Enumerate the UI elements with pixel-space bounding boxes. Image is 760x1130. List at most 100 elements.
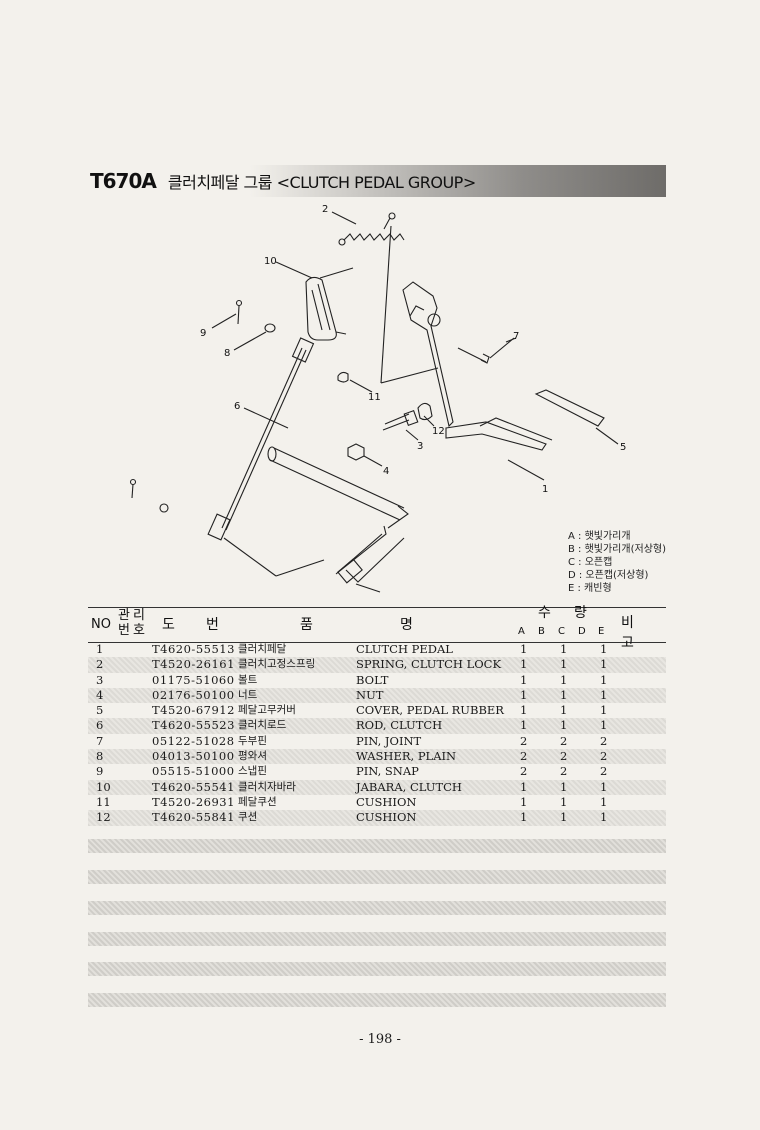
row-no: 9 bbox=[96, 764, 104, 779]
empty-row-band bbox=[88, 932, 666, 946]
row-no: 8 bbox=[96, 749, 104, 764]
row-no: 4 bbox=[96, 687, 104, 702]
qty-c: 1 bbox=[560, 718, 568, 733]
part-number: 01175-51060 bbox=[152, 672, 235, 687]
callout-11: 11 bbox=[368, 392, 381, 403]
qty-e: 1 bbox=[600, 642, 608, 656]
legend-item: A : 햇빛가리개 bbox=[568, 531, 631, 542]
part-number: 05122-51028 bbox=[152, 733, 235, 748]
callout-3: 3 bbox=[417, 441, 423, 452]
qty-e: 1 bbox=[600, 810, 608, 825]
qty-c: 2 bbox=[560, 733, 568, 748]
part-number: T4620-55541 bbox=[152, 779, 235, 794]
header-col-b: B bbox=[538, 626, 545, 637]
qty-c: 2 bbox=[560, 764, 568, 779]
part-name-english: COVER, PEDAL RUBBER bbox=[356, 703, 504, 718]
header-beon: 번 bbox=[206, 617, 219, 633]
qty-a: 1 bbox=[520, 657, 528, 672]
qty-e: 1 bbox=[600, 718, 608, 733]
row-no: 10 bbox=[96, 779, 111, 794]
part-name-korean: 스냅핀 bbox=[238, 765, 267, 778]
callout-7: 7 bbox=[513, 331, 519, 342]
qty-e: 2 bbox=[600, 733, 608, 748]
qty-a: 2 bbox=[520, 764, 528, 779]
part-name-korean: 너트 bbox=[238, 688, 258, 701]
qty-a: 2 bbox=[520, 749, 528, 764]
callout-9: 9 bbox=[200, 328, 206, 339]
part-number: T4620-55513 bbox=[152, 642, 235, 656]
legend-item: E : 캐빈형 bbox=[568, 583, 612, 594]
part-number: T4620-55523 bbox=[152, 718, 235, 733]
part-name-english: JABARA, CLUTCH bbox=[356, 779, 462, 794]
qty-a: 2 bbox=[520, 733, 528, 748]
part-name-english: PIN, JOINT bbox=[356, 733, 422, 748]
page-number: - 198 - bbox=[359, 1032, 401, 1047]
header-su: 수 bbox=[538, 605, 551, 621]
row-no: 5 bbox=[96, 703, 104, 718]
qty-a: 1 bbox=[520, 703, 528, 718]
part-number: 04013-50100 bbox=[152, 749, 235, 764]
part-number: 02176-50100 bbox=[152, 687, 235, 702]
qty-a: 1 bbox=[520, 718, 528, 733]
part-name-korean: 클러치고정스프링 bbox=[238, 658, 316, 671]
qty-a: 1 bbox=[520, 642, 528, 656]
header-myeong: 명 bbox=[400, 617, 413, 633]
callout-8: 8 bbox=[224, 348, 230, 359]
part-name-korean: 페달고무커버 bbox=[238, 704, 296, 717]
qty-c: 1 bbox=[560, 703, 568, 718]
qty-c: 1 bbox=[560, 810, 568, 825]
qty-a: 1 bbox=[520, 672, 528, 687]
qty-c: 1 bbox=[560, 672, 568, 687]
row-no: 2 bbox=[96, 657, 104, 672]
part-number: T4520-26931 bbox=[152, 794, 235, 809]
part-name-english: CUSHION bbox=[356, 794, 417, 809]
legend-item: D : 오픈캡(저상형) bbox=[568, 570, 649, 581]
legend-item: B : 햇빛가리개(저상형) bbox=[568, 544, 666, 555]
callout-12: 12 bbox=[432, 426, 445, 437]
qty-e: 1 bbox=[600, 779, 608, 794]
callout-10: 10 bbox=[264, 256, 277, 267]
part-name-korean: 두부핀 bbox=[238, 734, 267, 747]
part-name-korean: 클러치페달 bbox=[238, 643, 287, 655]
part-name-korean: 페달쿠션 bbox=[238, 795, 277, 808]
header-bigo: 비고 bbox=[621, 615, 644, 651]
header-mgmt-no: 관리 번호 bbox=[118, 608, 148, 638]
part-name-korean: 볼트 bbox=[238, 673, 258, 686]
qty-e: 1 bbox=[600, 687, 608, 702]
pedal-rubber-part bbox=[534, 389, 605, 427]
pedal-arm-part bbox=[402, 281, 454, 428]
part-name-korean: 평와셔 bbox=[238, 750, 267, 763]
row-no: 6 bbox=[96, 718, 104, 733]
clutch-pedal-diagram: 1 2 3 4 5 6 7 8 9 10 11 12 bbox=[129, 204, 626, 593]
boot-part bbox=[305, 276, 337, 341]
row-no: 1 bbox=[96, 642, 104, 656]
empty-row-band bbox=[88, 839, 666, 853]
section-title-bar: T670A 클러치페달 그룹 <CLUTCH PEDAL GROUP> bbox=[88, 165, 666, 197]
callout-2: 2 bbox=[322, 204, 328, 215]
row-no: 11 bbox=[96, 794, 111, 809]
qty-e: 2 bbox=[600, 764, 608, 779]
callout-4: 4 bbox=[383, 466, 389, 477]
empty-row-band bbox=[88, 870, 666, 884]
callout-5: 5 bbox=[620, 442, 626, 453]
part-name-korean: 클러치로드 bbox=[238, 719, 287, 732]
qty-c: 1 bbox=[560, 794, 568, 809]
part-name-korean: 쿠션 bbox=[238, 811, 258, 824]
qty-c: 1 bbox=[560, 657, 568, 672]
part-name-english: PIN, SNAP bbox=[356, 764, 419, 779]
part-name-english: SPRING, CLUTCH LOCK bbox=[356, 657, 502, 672]
table-header: NO 관리 번호 도 번 품 명 수 량 A B C D E 비고 bbox=[88, 605, 666, 651]
qty-c: 1 bbox=[560, 779, 568, 794]
part-name-english: BOLT bbox=[356, 672, 389, 687]
spring-part bbox=[343, 233, 405, 241]
qty-a: 1 bbox=[520, 794, 528, 809]
header-no: NO bbox=[91, 617, 111, 632]
qty-a: 1 bbox=[520, 687, 528, 702]
header-col-a: A bbox=[518, 626, 525, 637]
